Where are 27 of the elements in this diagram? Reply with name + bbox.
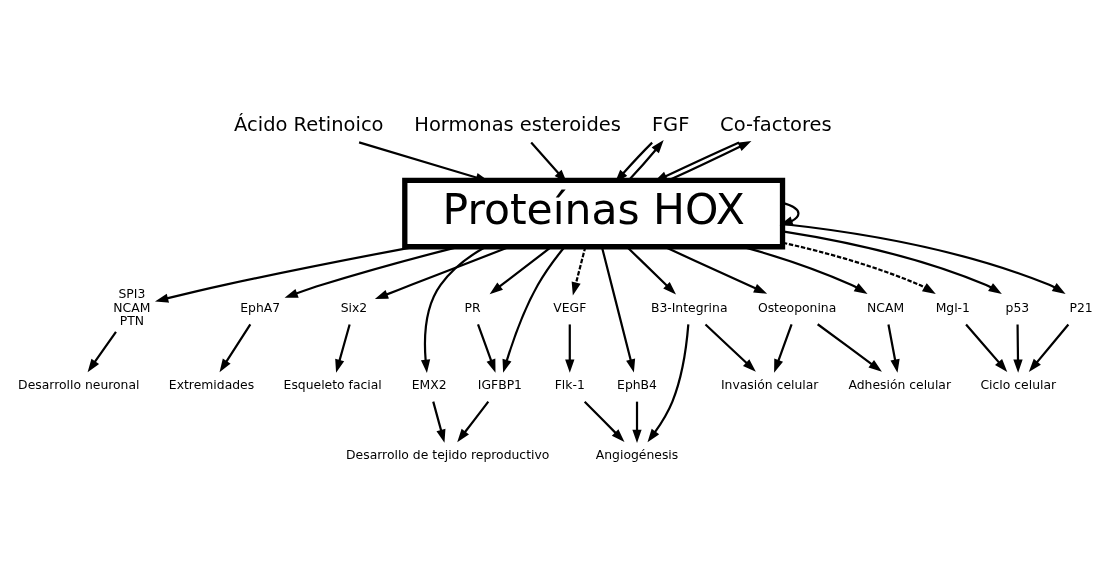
node-text: B3-Integrina [650,300,728,315]
node-text: IGFBP1 [477,377,522,392]
node-text: Adhesión celular [848,377,952,392]
node-text: Desarrollo neuronal [18,377,140,392]
node-text: EphB4 [617,377,657,392]
node-text: NCAM [867,300,905,315]
node-text: Co-factores [720,113,832,137]
node-text: P21 [1069,300,1093,315]
node-text: Osteoponina [757,300,837,315]
node-text: Angiogénesis [595,447,679,462]
node-text: Esqueleto facial [283,377,382,392]
node-text: Flk-1 [554,377,585,392]
node-text: p53 [1005,300,1030,315]
node-text: Ciclo celular [980,377,1057,392]
node-text: PR [464,300,481,315]
node-text: Six2 [340,300,368,315]
node-text: Mgl-1 [935,300,970,315]
node-text: FGF [651,113,690,137]
node-text: EMX2 [411,377,447,392]
node-text: Ácido Retinoico [234,113,384,137]
node-text: EphA7 [240,300,281,315]
node-text: SPI3 NCAM PTN [113,287,151,328]
node-text: Desarrollo de tejido reproductivo [346,447,550,462]
node-text: Extremidades [168,377,255,392]
node-text: Invasión celular [720,377,819,392]
node-text: VEGF [553,300,587,315]
node-text: Hormonas esteroides [414,113,621,137]
